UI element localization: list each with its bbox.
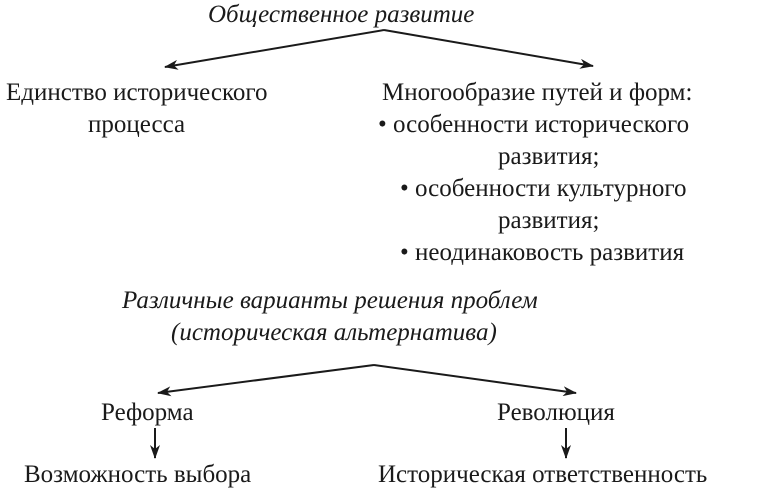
diagram-title: Общественное развитие xyxy=(208,1,475,28)
right-item-1-line-1: • особенности исторического xyxy=(378,111,690,138)
right-item-2-line-1: • особенности культурного xyxy=(400,175,687,202)
left-branch-line-2: процесса xyxy=(88,111,186,138)
middle-line-1: Различные варианты решения проблем xyxy=(122,287,538,314)
right-item-1-line-2: развития; xyxy=(498,143,600,170)
arrow-mid-right xyxy=(373,364,577,397)
arrow-mid-left xyxy=(157,364,375,397)
arrow-top-left xyxy=(164,29,385,70)
reform-label: Реформа xyxy=(101,399,194,426)
right-branch-heading: Многообразие путей и форм: xyxy=(382,79,693,106)
historical-responsibility-label: Историческая ответственность xyxy=(378,461,708,488)
right-item-2-line-2: развития; xyxy=(498,207,600,234)
choice-possibility-label: Возможность выбора xyxy=(24,461,252,488)
left-branch-line-1: Единство исторического xyxy=(6,79,268,106)
arrow-top-right xyxy=(383,29,594,69)
middle-line-2: (историческая альтернатива) xyxy=(171,319,497,346)
right-item-3-line-1: • неодинаковость развития xyxy=(400,239,685,266)
revolution-label: Революция xyxy=(497,399,615,426)
